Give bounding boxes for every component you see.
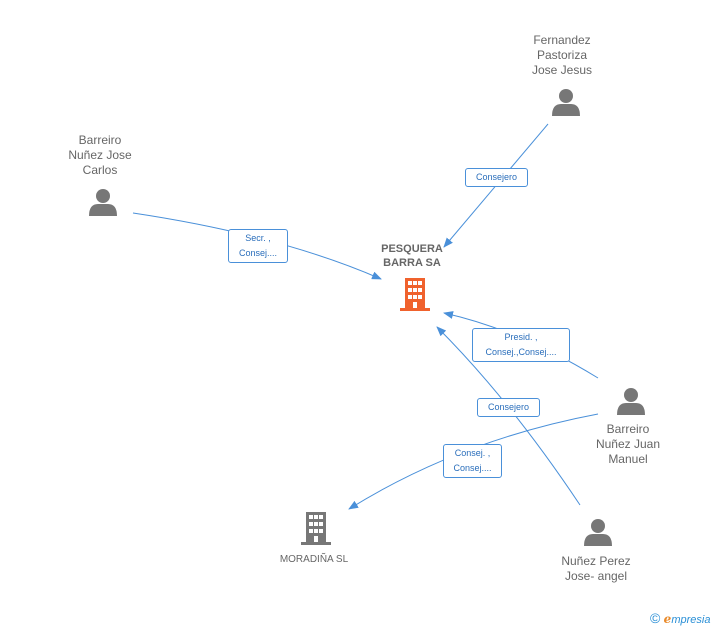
person-label-fernandez[interactable]: Fernandez Pastoriza Jose Jesus (531, 33, 593, 77)
copyright-icon: © (650, 610, 661, 626)
company-label-moradina[interactable]: MORADIÑA SL (279, 554, 349, 565)
company-label-main[interactable]: PESQUERA BARRA SA (381, 243, 443, 269)
building-icon[interactable] (400, 278, 430, 311)
edge-label-barreiro-jm[interactable]: Presid. , Consej.,Consej.... (472, 328, 570, 362)
brand-logo-initial: e (663, 612, 672, 626)
edge-label-moradina[interactable]: Consej. , Consej.... (443, 444, 502, 478)
edge-label-fernandez[interactable]: Consejero (465, 168, 528, 187)
person-icon[interactable] (617, 388, 645, 415)
building-icon[interactable] (301, 512, 331, 545)
person-label-nunez[interactable]: Nuñez Perez Jose- angel (561, 554, 631, 583)
brand-logo-text: mpresia (671, 614, 711, 626)
brand-footer: © empresia (650, 610, 710, 626)
edge-label-barreiro-jc[interactable]: Secr. , Consej.... (228, 229, 288, 263)
person-label-barreiro-jm[interactable]: Barreiro Nuñez Juan Manuel (595, 422, 661, 466)
person-icon[interactable] (584, 519, 612, 546)
person-icon[interactable] (89, 189, 117, 216)
person-icon[interactable] (552, 89, 580, 116)
person-label-barreiro-jc[interactable]: Barreiro Nuñez Jose Carlos (68, 133, 132, 177)
edge-label-nunez[interactable]: Consejero (477, 398, 540, 417)
